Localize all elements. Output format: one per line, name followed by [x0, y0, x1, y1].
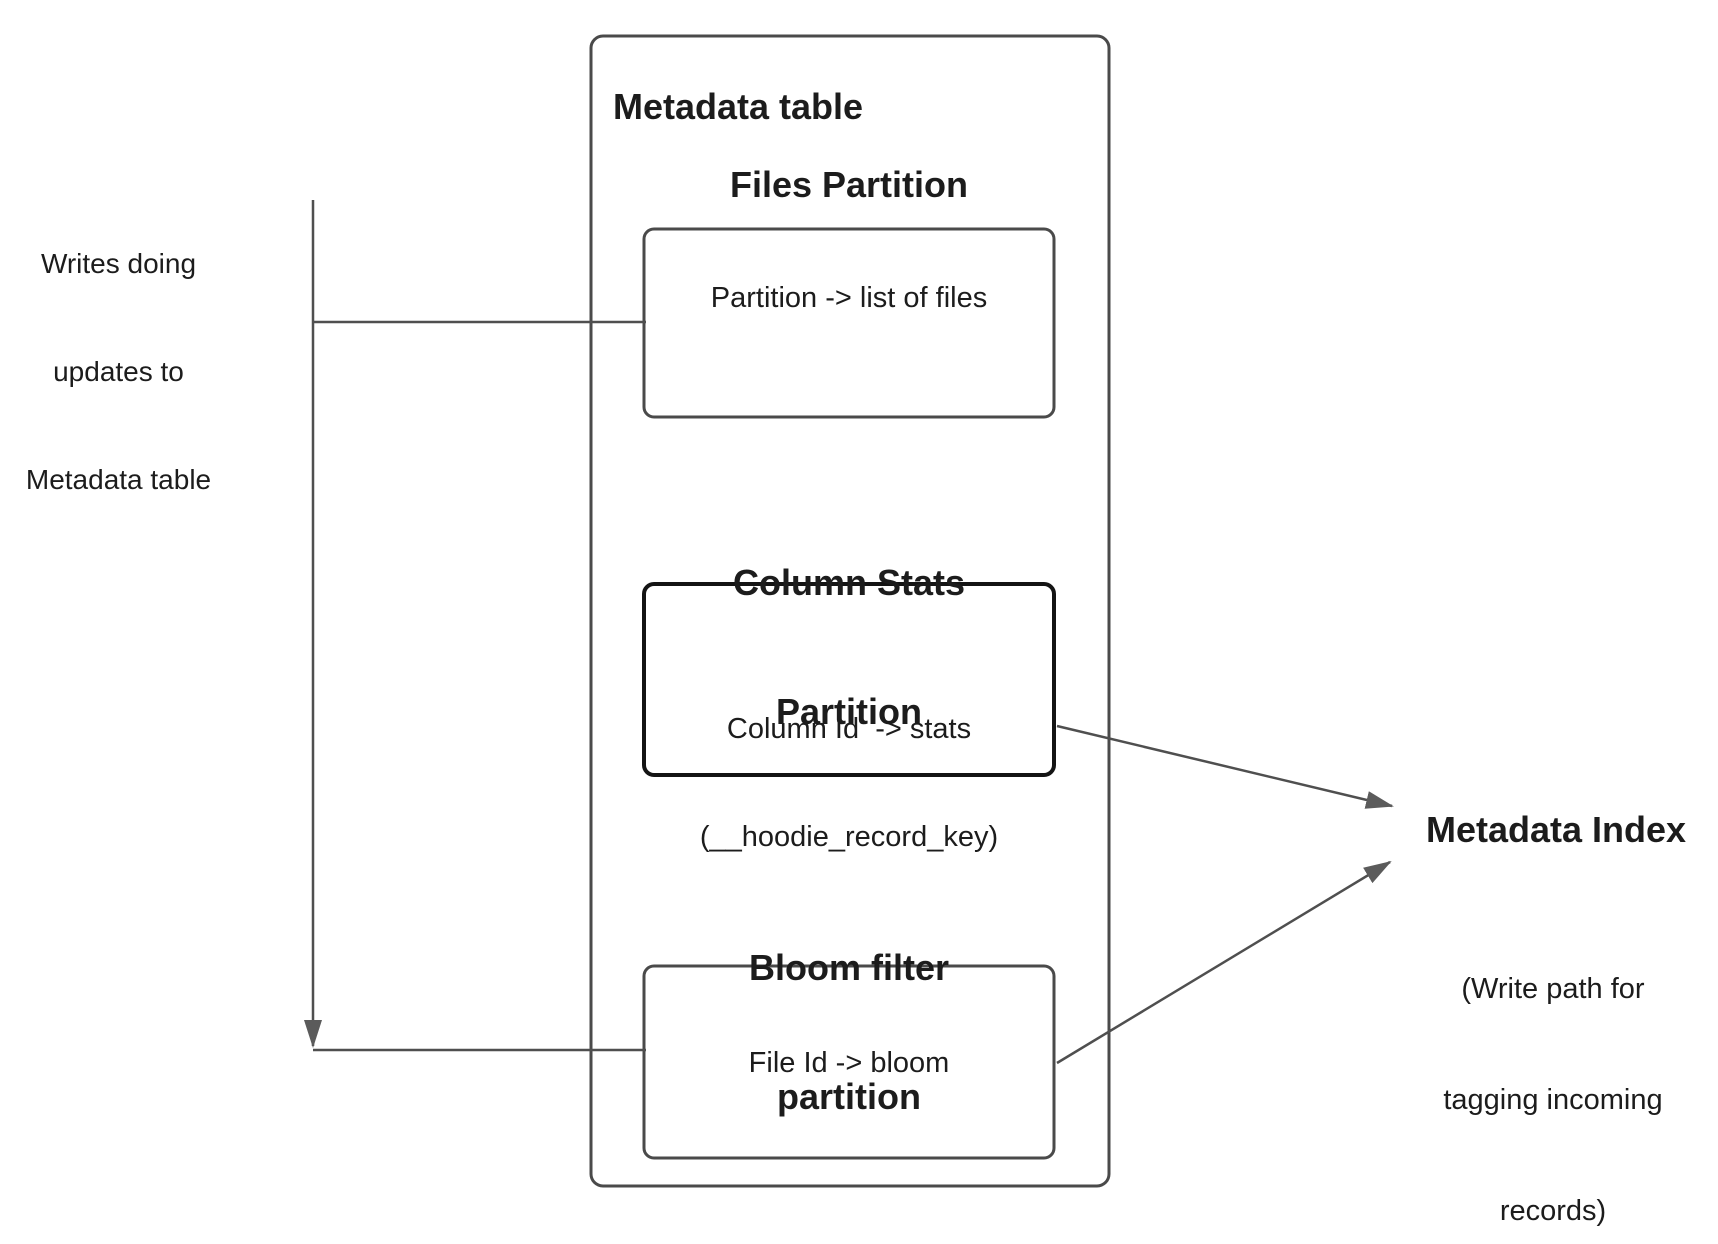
writes-note: Writes doing updates to Metadata table — [2, 174, 235, 570]
bloom-to-index-arrow — [1056, 860, 1392, 1065]
files-partition-box — [642, 227, 1056, 419]
files-partition-content: Partition -> list of files — [710, 282, 988, 314]
metadata-index-note: (Write path for tagging incoming records… — [1391, 897, 1715, 1244]
files-partition-heading: Files Partition — [729, 164, 969, 205]
column-stats-content-line1: Column Id -> stats — [726, 713, 972, 745]
writes-note-line3: Metadata table — [25, 464, 212, 495]
writes-note-line1: Writes doing — [40, 248, 197, 279]
column-stats-partition-heading: Column Stats Partition — [644, 475, 1054, 819]
column-stats-heading-line1: Column Stats — [732, 562, 965, 603]
column-stats-content-line2: (__hoodie_record_key) — [699, 821, 999, 853]
column-stats-partition-box — [642, 582, 1056, 777]
metadata-index-note-line3: records) — [1499, 1195, 1607, 1227]
bloom-filter-partition-heading: Bloom filter partition — [644, 860, 1054, 1204]
bloom-heading-line1: Bloom filter — [748, 947, 949, 988]
metadata-index-note-line2: tagging incoming — [1443, 1084, 1663, 1116]
bloom-filter-partition-box — [642, 964, 1056, 1160]
metadata-table-title: Metadata table — [613, 86, 864, 127]
column-stats-to-index-arrow — [1056, 724, 1394, 809]
metadata-index-title: Metadata Index — [1425, 809, 1687, 850]
column-stats-heading-line2: Partition — [775, 691, 922, 732]
bloom-filter-partition-content: File Id -> bloom — [748, 1047, 950, 1079]
column-stats-partition-content: Column Id -> stats (__hoodie_record_key) — [654, 639, 1044, 927]
metadata-index-note-line1: (Write path for — [1461, 973, 1645, 1005]
writes-note-line2: updates to — [53, 356, 184, 387]
bloom-heading-line2: partition — [777, 1076, 921, 1117]
